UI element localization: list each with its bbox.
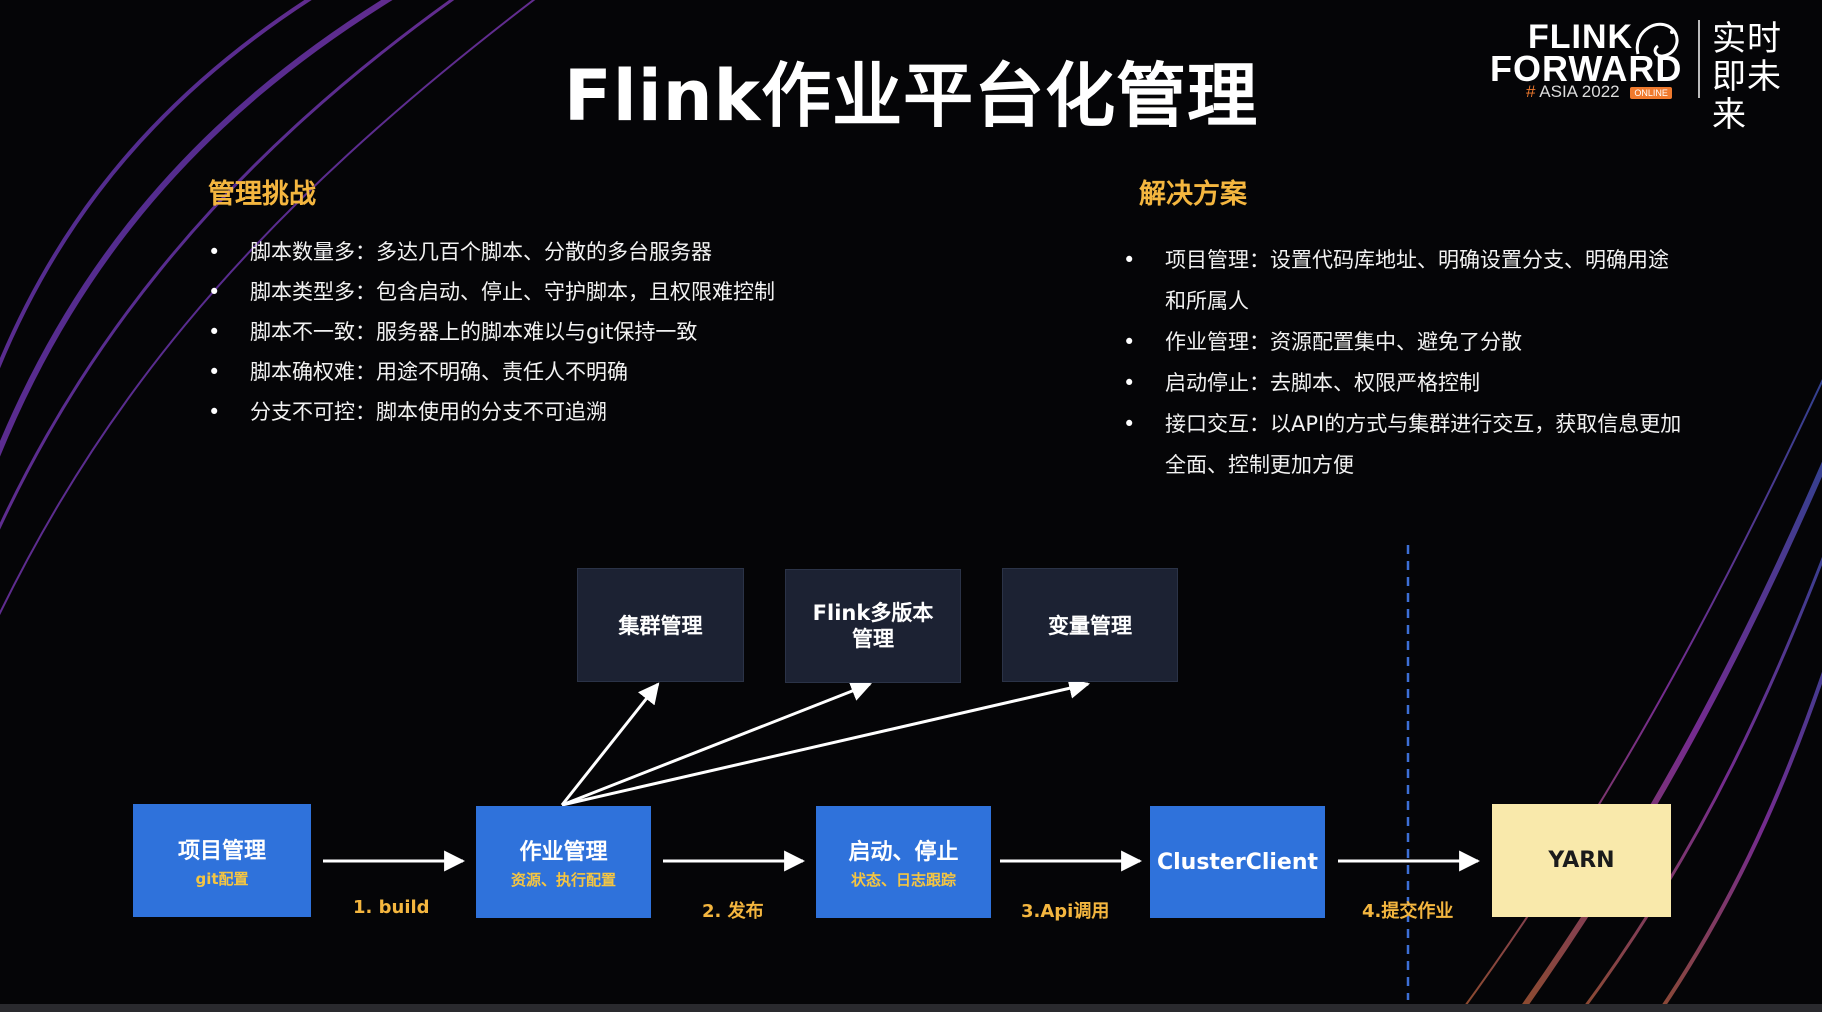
challenge-item: 分支不可控：脚本使用的分支不可追溯 <box>208 392 890 432</box>
logo-slogan: 实时即未来 <box>1712 19 1782 135</box>
job-management-sub: 资源、执行配置 <box>510 871 616 889</box>
logo-event: ASIA 2022 <box>1539 82 1620 101</box>
solutions-list: 项目管理：设置代码库地址、明确设置分支、明确用途和所属人 作业管理：资源配置集中… <box>1123 240 1685 486</box>
project-management-box: 项目管理 git配置 <box>133 804 311 917</box>
squirrel-icon <box>1635 22 1679 58</box>
flink-version-label-line2: 管理 <box>852 627 894 651</box>
challenges-list: 脚本数量多：多达几百个脚本、分散的多台服务器 脚本类型多：包含启动、停止、守护脚… <box>208 232 890 432</box>
challenges-heading: 管理挑战 <box>208 179 316 210</box>
challenge-item: 脚本不一致：服务器上的脚本难以与git保持一致 <box>208 312 890 352</box>
challenge-item: 脚本类型多：包含启动、停止、守护脚本，且权限难控制 <box>208 272 890 312</box>
solution-item: 启动停止：去脚本、权限严格控制 <box>1123 363 1685 404</box>
logo-divider <box>1698 20 1700 98</box>
yarn-label: YARN <box>1548 848 1615 873</box>
cluster-management-box: 集群管理 <box>577 568 744 682</box>
challenge-item: 脚本数量多：多达几百个脚本、分散的多台服务器 <box>208 232 890 272</box>
arrow-to-variable <box>561 678 1091 807</box>
job-management-label: 作业管理 <box>519 840 608 865</box>
yarn-box: YARN <box>1492 804 1671 917</box>
solution-item: 项目管理：设置代码库地址、明确设置分支、明确用途和所属人 <box>1123 240 1685 322</box>
cluster-management-label: 集群管理 <box>618 614 703 638</box>
start-stop-label: 启动、停止 <box>848 840 959 865</box>
challenge-item: 脚本确权难：用途不明确、责任人不明确 <box>208 352 890 392</box>
cluster-client-box: ClusterClient <box>1150 806 1325 918</box>
flink-version-management-box: Flink多版本 管理 <box>785 569 961 683</box>
project-management-label: 项目管理 <box>177 838 266 864</box>
solutions-heading: 解决方案 <box>1139 179 1247 210</box>
logo-flink-text: FLINK <box>1528 18 1634 56</box>
arrow-to-cluster <box>560 682 660 806</box>
job-management-box: 作业管理 资源、执行配置 <box>476 806 651 918</box>
logo-hash: # <box>1526 82 1536 101</box>
page-title: Flink作业平台化管理 <box>563 55 1259 137</box>
flink-forward-logo: FLINK FORWARD # ASIA 2022 ONLINE 实时即未来 <box>1488 14 1808 134</box>
logo-forward-text: FORWARD <box>1490 48 1683 89</box>
step-build-label: 1. build <box>353 897 430 918</box>
step-submit-label: 4.提交作业 <box>1362 901 1454 922</box>
step-publish-label: 2. 发布 <box>702 901 764 922</box>
cluster-client-label: ClusterClient <box>1156 849 1319 875</box>
variable-management-label: 变量管理 <box>1048 614 1132 638</box>
start-stop-box: 启动、停止 状态、日志跟踪 <box>816 806 991 918</box>
flink-version-label-line1: Flink多版本 <box>812 601 934 625</box>
arrow-to-flink-version <box>561 681 872 807</box>
logo-event-line: # ASIA 2022 ONLINE <box>1526 82 1672 102</box>
step-api-label: 3.Api调用 <box>1021 901 1110 922</box>
start-stop-sub: 状态、日志跟踪 <box>850 871 956 889</box>
solution-item: 接口交互：以API的方式与集群进行交互，获取信息更加全面、控制更加方便 <box>1123 404 1685 486</box>
variable-management-box: 变量管理 <box>1002 568 1178 682</box>
solution-item: 作业管理：资源配置集中、避免了分散 <box>1123 322 1685 363</box>
logo-online-badge: ONLINE <box>1630 86 1672 99</box>
project-management-sub: git配置 <box>195 869 249 888</box>
